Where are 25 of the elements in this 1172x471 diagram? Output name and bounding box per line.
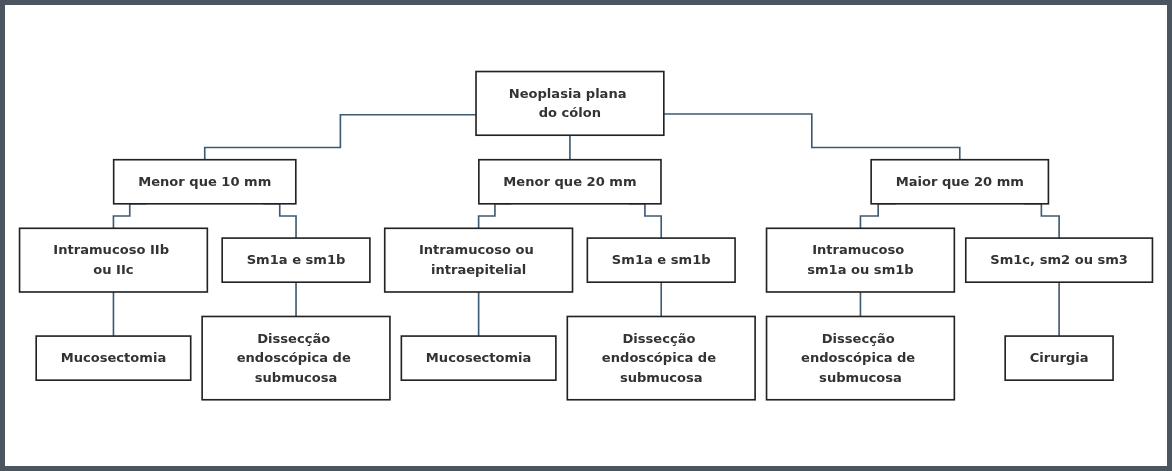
connector (295, 281, 297, 318)
connector (859, 291, 862, 318)
node-box: Neoplasia plana do cólon (475, 70, 665, 136)
connector (112, 291, 115, 337)
node-box: Intramucoso ou intraepitelial (383, 227, 574, 293)
connector (660, 281, 663, 318)
node-box: Sm1c, sm2 ou sm3 (964, 237, 1154, 283)
node-box: Intramucoso IIb ou IIc (18, 227, 209, 293)
node-box: Dissecção endoscópica de submucosa (201, 315, 391, 401)
node-box: Dissecção endoscópica de submucosa (566, 315, 756, 401)
node-box: Sm1a e sm1b (586, 237, 736, 283)
node-box: Intramucoso sm1a ou sm1b (765, 227, 956, 293)
node-box: Menor que 20 mm (478, 158, 662, 205)
connector (663, 113, 961, 161)
connector (1058, 281, 1060, 337)
node-box: Maior que 20 mm (870, 158, 1050, 205)
connector (203, 113, 477, 161)
node-box: Menor que 10 mm (112, 158, 297, 205)
node-box: Mucosectomia (400, 335, 557, 381)
node-box: Dissecção endoscópica de submucosa (765, 315, 956, 401)
connector (569, 134, 571, 161)
node-box: Cirurgia (1004, 335, 1114, 381)
node-box: Mucosectomia (35, 335, 192, 381)
node-box: Sm1a e sm1b (221, 237, 371, 283)
connector (477, 291, 480, 337)
